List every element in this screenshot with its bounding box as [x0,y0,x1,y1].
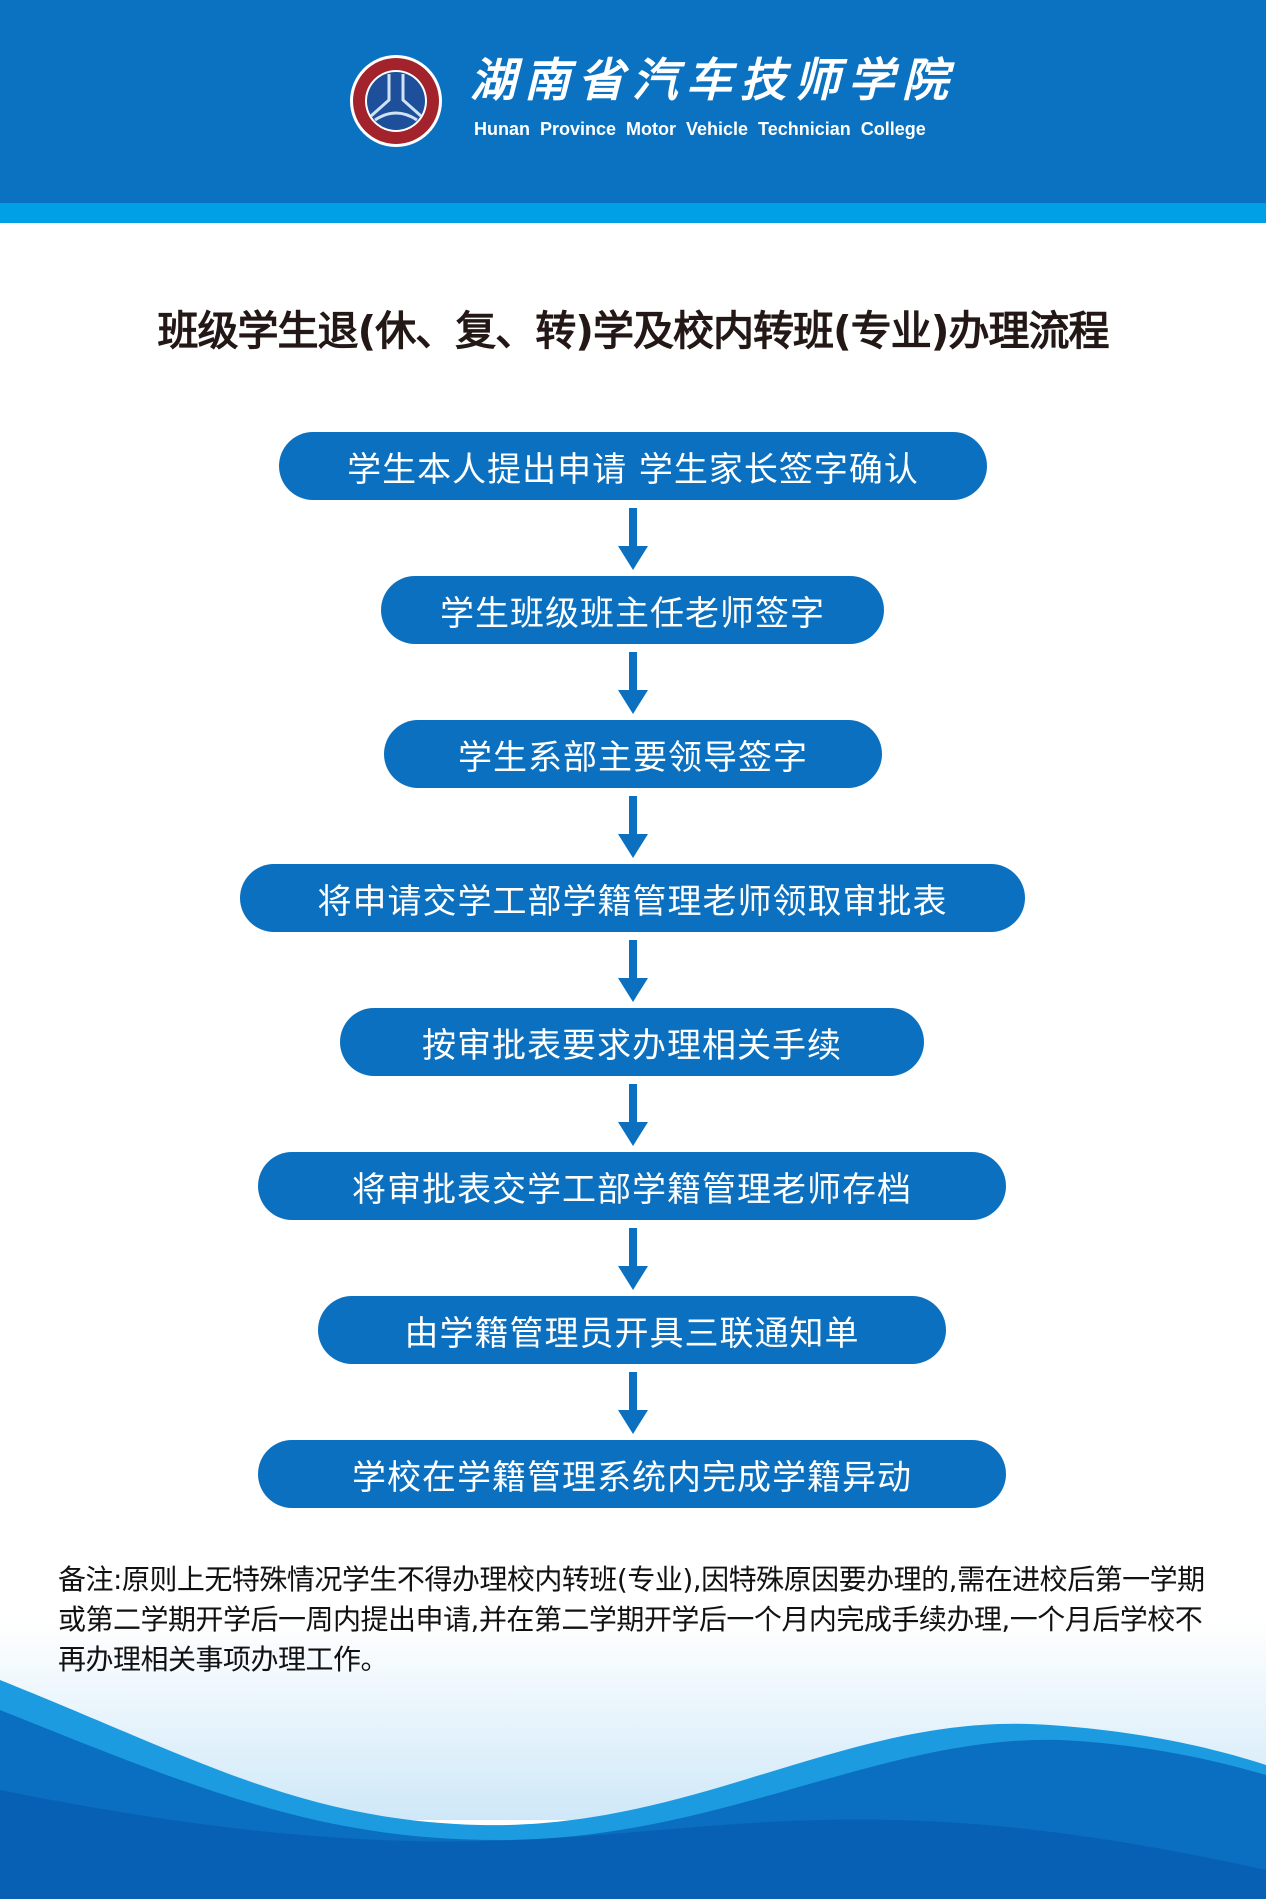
flow-step-8: 学校在学籍管理系统内完成学籍异动 [258,1440,1006,1508]
remark-note: 备注:原则上无特殊情况学生不得办理校内转班(专业),因特殊原因要办理的,需在进校… [58,1563,1205,1676]
flow-step-6: 将审批表交学工部学籍管理老师存档 [258,1152,1006,1220]
arrow-down-icon [618,1372,648,1434]
flow-step-4: 将申请交学工部学籍管理老师领取审批表 [240,864,1025,932]
college-name-en: Hunan Province Motor Vehicle Technician … [474,119,926,139]
header-banner [0,0,1266,203]
arrow-down-icon [618,796,648,858]
college-seal-logo-icon [350,55,442,147]
flow-step-3: 学生系部主要领导签字 [384,720,882,788]
header-stripe [0,203,1266,223]
flow-step-1: 学生本人提出申请 学生家长签字确认 [279,432,987,500]
college-name-cn: 湖南省汽车技师学院 [470,53,956,107]
flow-step-7: 由学籍管理员开具三联通知单 [318,1296,946,1364]
flow-step-2: 学生班级班主任老师签字 [381,576,884,644]
flow-step-5: 按审批表要求办理相关手续 [340,1008,924,1076]
page-title: 班级学生退(休、复、转)学及校内转班(专业)办理流程 [157,307,1110,355]
arrow-down-icon [618,1228,648,1290]
arrow-down-icon [618,1084,648,1146]
wave-background [0,1620,1266,1899]
arrow-down-icon [618,652,648,714]
arrow-down-icon [618,940,648,1002]
arrow-down-icon [618,508,648,570]
